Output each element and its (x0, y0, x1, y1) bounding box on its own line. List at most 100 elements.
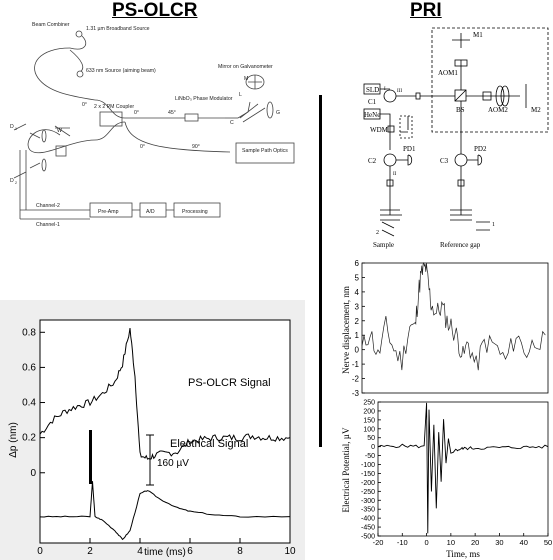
x-tick-label: 8 (237, 546, 243, 557)
x-tick-label: -10 (397, 538, 408, 547)
y-tick-label: 0.6 (22, 362, 36, 373)
plot-area-bottom (377, 401, 549, 537)
label-source-2: 633 nm Source (aiming beam) (86, 68, 156, 74)
x-tick-label: 0 (37, 546, 43, 557)
y-axis-label-bottom: Electrical Potential, µV (341, 427, 351, 512)
x-tick-label: 20 (471, 538, 479, 547)
label-adc: A/D (146, 209, 155, 215)
plot-area-top (361, 262, 549, 394)
x-tick-label: 30 (495, 538, 503, 547)
x-axis-label-bottom: Time, ms (446, 549, 480, 559)
label-d1: D (10, 124, 14, 130)
plot-area (39, 319, 291, 544)
y-tick-label: 250 (363, 400, 375, 407)
y-tick-label: 2 (355, 317, 360, 326)
label-arrow-2: 2 (376, 230, 379, 236)
y-tick-label: -500 (361, 534, 375, 541)
x-tick-label: 4 (137, 546, 143, 557)
x-tick-label: 10 (447, 538, 455, 547)
y-tick-label: 150 (363, 417, 375, 424)
title-pri: PRI (410, 0, 442, 21)
y-tick-label: 50 (367, 435, 375, 442)
label-angle-0c: 0° (140, 144, 145, 150)
label-pd1: PD1 (403, 145, 416, 153)
label-m: M (244, 76, 248, 82)
label-aom1: AOM1 (438, 69, 458, 77)
label-wdm: WDM (370, 126, 389, 134)
y-tick-label: 0.8 (22, 327, 36, 338)
label-sld: SLD (366, 86, 379, 94)
label-coupler: 2 x 2 PM Coupler (94, 104, 134, 110)
y-axis-label-top: Nerve displacement, nm (341, 286, 351, 374)
y-tick-label: 0.2 (22, 433, 36, 444)
y-tick-label: -300 (361, 498, 375, 505)
y-tick-label: 1 (355, 331, 360, 340)
y-tick-label: 0 (30, 468, 36, 479)
y-tick-label: 3 (355, 302, 360, 311)
y-tick-label: 0 (355, 346, 360, 355)
title-ps-olcr: PS-OLCR (112, 0, 198, 21)
y-tick-label: 5 (355, 273, 360, 282)
y-tick-label: 100 (363, 426, 375, 433)
y-tick-label: -250 (361, 489, 375, 496)
stimulus-artifact (89, 430, 92, 484)
label-angle-0b: 0° (134, 110, 139, 116)
y-tick-label: -50 (365, 453, 375, 460)
y-tick-label: -100 (361, 462, 375, 469)
label-d1-subscript: 1 (15, 127, 17, 131)
label-pd2: PD2 (474, 145, 487, 153)
series-label-electrical: Electrical Signal (170, 438, 248, 450)
label-port-i: I (384, 87, 386, 92)
x-tick-label: 50 (544, 538, 552, 547)
scale-label: 160 µV (157, 458, 189, 469)
label-c3: C3 (440, 157, 449, 165)
label-m1: M1 (473, 31, 483, 39)
y-axis-label: Δp (nm) (8, 422, 19, 458)
series-label-psolcr: PS-OLCR Signal (188, 377, 271, 389)
y-tick-label: -450 (361, 525, 375, 532)
y-tick-label: 0.4 (22, 398, 36, 409)
label-c: C (230, 120, 234, 126)
label-angle-0a: 0° (82, 102, 87, 108)
label-pre-amp: Pre-Amp (98, 209, 119, 215)
label-angle-45: 45° (168, 110, 176, 116)
label-bs: BS (456, 106, 465, 114)
label-g: G (276, 110, 280, 116)
y-tick-label: -350 (361, 507, 375, 514)
scale-bar (146, 434, 154, 486)
label-angle-90: 90° (192, 144, 200, 150)
y-tick-label: -200 (361, 480, 375, 487)
y-tick-label: -2 (352, 375, 360, 384)
y-tick-label: -3 (352, 389, 360, 398)
label-modulator: LiNbO₃ Phase Modulator (175, 96, 233, 102)
label-channel-2: Channel-2 (36, 203, 60, 209)
y-tick-label: 4 (355, 288, 360, 297)
electrical-signal-line (39, 481, 291, 541)
section-divider (319, 95, 322, 447)
x-tick-label: 10 (284, 546, 296, 557)
label-aom2: AOM2 (488, 106, 508, 114)
label-hene: HeNe (364, 111, 380, 119)
label-channel-1: Channel-1 (36, 222, 60, 228)
label-sample: Sample (373, 241, 394, 249)
label-m2: M2 (531, 106, 541, 114)
label-port-ii: II (393, 172, 397, 177)
potential-line (377, 402, 549, 534)
x-tick-label: 6 (187, 546, 193, 557)
label-reference-gap: Reference gap (440, 241, 481, 249)
label-beam-combiner: Beam Combiner (32, 22, 70, 28)
label-c1: C1 (368, 98, 377, 106)
label-d2-subscript: 2 (15, 181, 17, 185)
y-tick-label: 0 (371, 444, 375, 451)
label-l: L (239, 92, 242, 98)
label-c2: C2 (368, 157, 377, 165)
label-port-iii: III (397, 89, 402, 94)
label-source-1: 1.31 µm Broadband Source (86, 26, 150, 32)
y-tick-label: -400 (361, 516, 375, 523)
y-tick-label: -1 (352, 360, 360, 369)
